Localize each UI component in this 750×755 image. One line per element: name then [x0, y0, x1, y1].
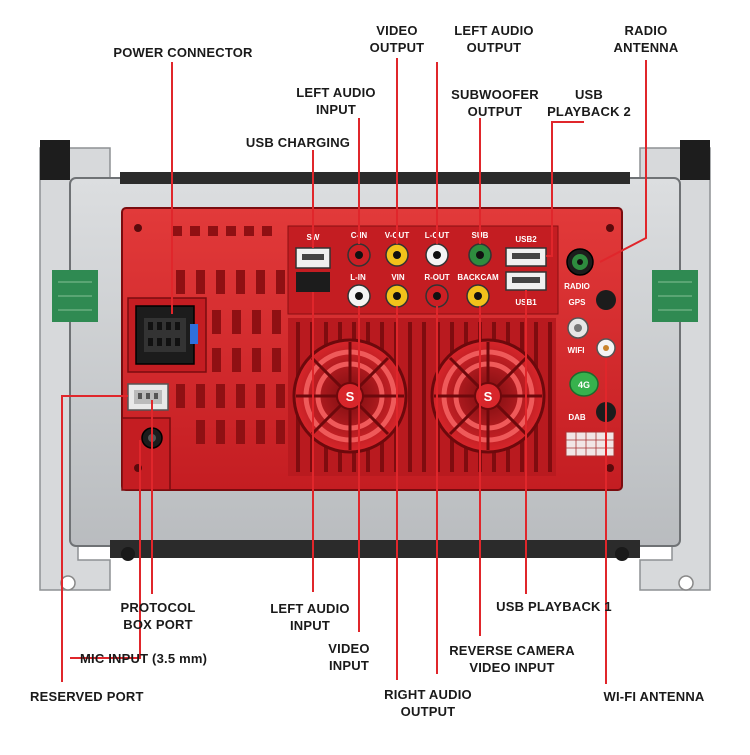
panel-label-wifi: WIFI	[568, 346, 585, 355]
panel-label-r-out: R-OUT	[424, 273, 449, 282]
right-fan-logo: S	[484, 389, 493, 404]
power-connector	[127, 297, 207, 373]
label-usb-playback-2: USB PLAYBACK 2	[547, 87, 631, 119]
lte-badge	[569, 371, 599, 397]
bottom-rail	[110, 540, 640, 558]
panel-label-backcam: BACKCAM	[457, 273, 499, 282]
radio-antenna-port	[566, 248, 594, 276]
left-cooling-fan	[292, 338, 408, 454]
panel-label-usb2: USB2	[515, 235, 537, 244]
left-fan-logo: S	[346, 389, 355, 404]
label-usb-playback-1: USB PLAYBACK 1	[496, 599, 612, 614]
panel-label-radio: RADIO	[564, 282, 590, 291]
label-mic-input: MIC INPUT (3.5 mm)	[80, 651, 208, 666]
line-usb-playback-2	[546, 121, 584, 257]
usb-port-1	[505, 271, 547, 291]
panel-label-vin: VIN	[391, 273, 405, 282]
label-subwoofer-output: SUBWOOFER OUTPUT	[451, 87, 539, 119]
label-video-output: VIDEO OUTPUT	[369, 23, 425, 55]
left-vent-grid	[176, 270, 285, 444]
label-left-audio-input-bottom: LEFT AUDIO INPUT	[270, 601, 350, 633]
label-power-connector: POWER CONNECTOR	[113, 45, 253, 60]
label-radio-antenna: RADIO ANTENNA	[613, 23, 679, 55]
panel-label-gps: GPS	[569, 298, 587, 307]
label-reserved-port: RESERVED PORT	[30, 689, 144, 704]
gps-port	[596, 290, 616, 310]
line-mic-input	[70, 440, 141, 659]
line-reserved-port	[61, 395, 128, 682]
label-reverse-camera-video-input: REVERSE CAMERA VIDEO INPUT	[449, 643, 575, 675]
usb-charging-port	[295, 247, 331, 292]
right-cooling-fan	[430, 338, 546, 454]
panel-label-l-in: L-IN	[350, 273, 366, 282]
label-video-input: VIDEO INPUT	[328, 641, 370, 673]
label-right-audio-output: RIGHT AUDIO OUTPUT	[384, 687, 472, 719]
label-left-audio-input-top: LEFT AUDIO INPUT	[296, 85, 376, 117]
line-radio-antenna	[599, 60, 647, 263]
wifi-antenna-port	[567, 317, 616, 358]
label-protocol-box-port: PROTOCOL BOX PORT	[120, 600, 196, 632]
lte-badge-text: 4G	[578, 380, 590, 390]
top-rail	[120, 172, 630, 184]
label-wifi-antenna: WI-FI ANTENNA	[603, 689, 705, 704]
protocol-box-port	[127, 383, 169, 411]
rca-jacks	[347, 243, 492, 308]
connector-bay	[287, 225, 559, 315]
callout-lines	[61, 58, 647, 684]
panel-label-dab: DAB	[568, 413, 586, 422]
label-left-audio-output: LEFT AUDIO OUTPUT	[454, 23, 534, 55]
top-vent-slots	[172, 226, 272, 236]
label-usb-charging: USB CHARGING	[245, 135, 351, 150]
usb-port-2	[505, 247, 547, 267]
